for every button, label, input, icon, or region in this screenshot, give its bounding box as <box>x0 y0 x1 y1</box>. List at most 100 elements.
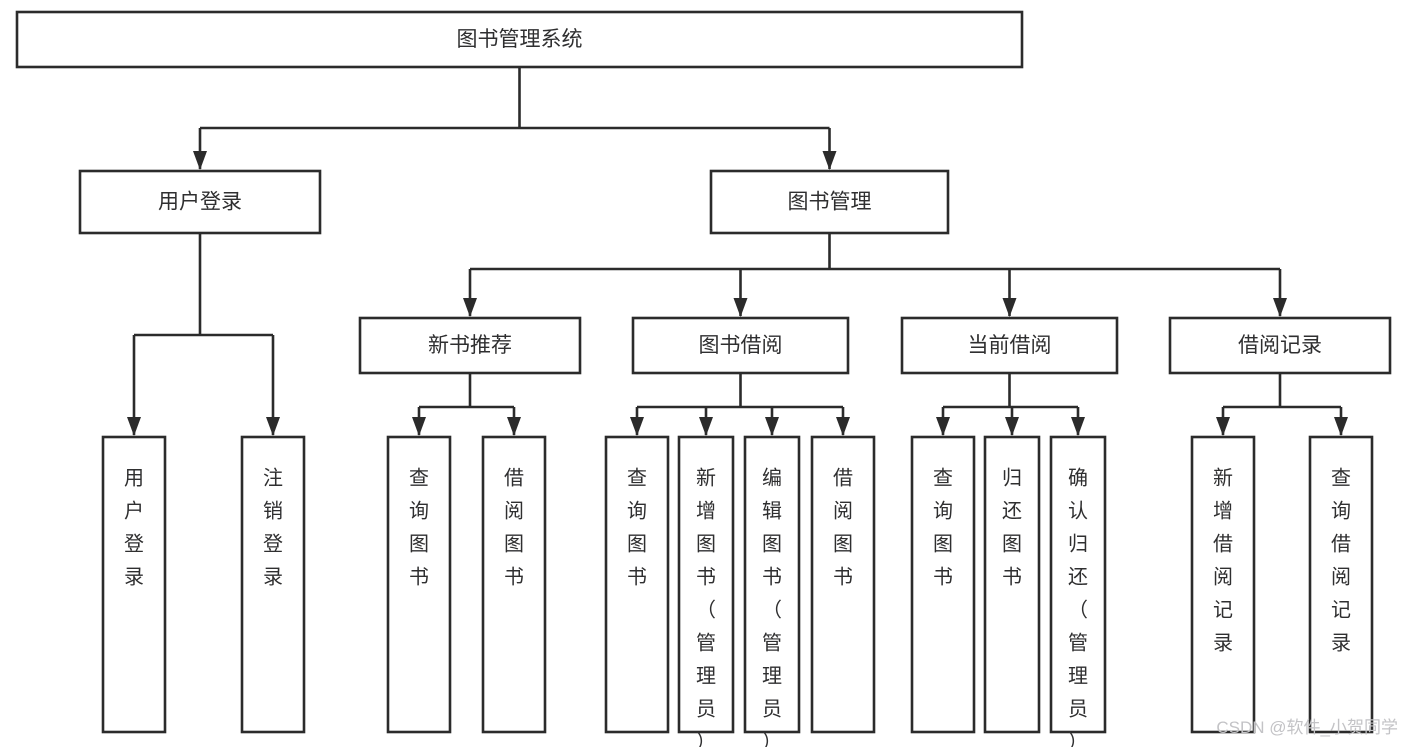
node-label: 登 <box>124 532 144 555</box>
node-label: 归 <box>1002 466 1022 489</box>
node-root[interactable]: 图书管理系统 <box>15 10 1024 69</box>
node-label: 阅 <box>1331 565 1351 588</box>
node-label: 查 <box>1331 466 1351 489</box>
node-label: 查 <box>409 466 429 489</box>
node-label: 图 <box>504 533 524 555</box>
node-label: 图 <box>833 533 853 555</box>
node-label: 阅 <box>833 499 853 522</box>
node-label: 确 <box>1068 466 1088 489</box>
node-l3-current-borrow[interactable]: 当前借阅 <box>900 316 1119 375</box>
node-label: 图书管理系统 <box>457 28 583 51</box>
nodes-layer: 图书管理系统用户登录图书管理新书推荐图书借阅当前借阅借阅记录用户登录注销登录查询… <box>15 10 1392 747</box>
node-label: 图 <box>696 533 716 555</box>
node-label: 还 <box>1068 565 1088 588</box>
node-label: （ <box>696 598 716 621</box>
node-label: 录 <box>263 566 283 588</box>
node-label: 阅 <box>1213 565 1233 588</box>
node-label: 书 <box>696 565 716 588</box>
node-label: 注 <box>263 466 283 489</box>
node-label: 图 <box>933 533 953 555</box>
node-label: 图书借阅 <box>699 334 783 357</box>
node-label: （ <box>762 598 782 621</box>
node-label: 新 <box>696 466 716 489</box>
node-label: 书 <box>933 565 953 588</box>
node-label: 录 <box>1331 632 1351 654</box>
node-label: ） <box>1068 730 1088 747</box>
node-label: 户 <box>124 499 144 522</box>
node-l3-borrow-record[interactable]: 借阅记录 <box>1168 316 1392 375</box>
node-l3-new-book-rec[interactable]: 新书推荐 <box>358 316 582 375</box>
node-label: 新书推荐 <box>428 334 512 357</box>
node-label: 书 <box>409 565 429 588</box>
node-label: 询 <box>1331 499 1351 522</box>
node-label: 图 <box>409 533 429 555</box>
node-label: 新 <box>1213 466 1233 489</box>
node-label: 理 <box>696 665 716 687</box>
node-label: 借 <box>504 466 524 489</box>
node-label: ） <box>696 730 716 747</box>
node-leaf-user-login[interactable]: 用户登录 <box>101 435 167 734</box>
node-label: 录 <box>1213 632 1233 654</box>
node-label: 书 <box>762 565 782 588</box>
node-label: 录 <box>124 566 144 588</box>
node-label: 认 <box>1068 499 1088 522</box>
node-l2-book-mgmt[interactable]: 图书管理 <box>709 169 950 235</box>
node-label: 书 <box>833 565 853 588</box>
node-label: 管 <box>1068 631 1088 654</box>
node-label: 理 <box>1068 665 1088 687</box>
node-label: 图书管理 <box>788 191 872 214</box>
node-label: 书 <box>627 565 647 588</box>
node-label: 借 <box>1331 532 1351 555</box>
node-label: 辑 <box>762 499 782 522</box>
node-label: 增 <box>1213 499 1233 522</box>
node-label: 询 <box>933 499 953 522</box>
node-label: 阅 <box>504 499 524 522</box>
node-label: 理 <box>762 665 782 687</box>
node-l2-user-login[interactable]: 用户登录 <box>78 169 322 235</box>
node-label: 查 <box>627 466 647 489</box>
node-label: 询 <box>627 499 647 522</box>
node-label: 借阅记录 <box>1238 334 1322 357</box>
node-label: 还 <box>1002 499 1022 522</box>
node-label: 图 <box>627 533 647 555</box>
node-label: 员 <box>696 698 716 720</box>
node-label: （ <box>1068 598 1088 621</box>
node-label: 查 <box>933 466 953 489</box>
node-label: 书 <box>504 565 524 588</box>
node-label: 归 <box>1068 532 1088 555</box>
csdn-watermark: CSDN @软件_小贺同学 <box>1216 718 1398 737</box>
node-label: 图 <box>762 533 782 555</box>
node-label: 当前借阅 <box>968 334 1052 357</box>
node-label: 增 <box>696 499 716 522</box>
node-label: 借 <box>833 466 853 489</box>
node-label: 员 <box>1068 698 1088 720</box>
node-label: 销 <box>263 499 283 522</box>
node-label: 图 <box>1002 533 1022 555</box>
connectors-layer <box>127 67 1348 436</box>
node-label: 管 <box>696 631 716 654</box>
node-label: 用户登录 <box>158 191 242 214</box>
node-l3-book-borrow[interactable]: 图书借阅 <box>631 316 850 375</box>
node-label: 用 <box>124 467 144 489</box>
node-label: 员 <box>762 698 782 720</box>
node-label: 借 <box>1213 532 1233 555</box>
node-label: 书 <box>1002 565 1022 588</box>
node-label: 登 <box>263 532 283 555</box>
node-label: 管 <box>762 631 782 654</box>
node-label: 询 <box>409 499 429 522</box>
node-label: 记 <box>1213 598 1233 621</box>
